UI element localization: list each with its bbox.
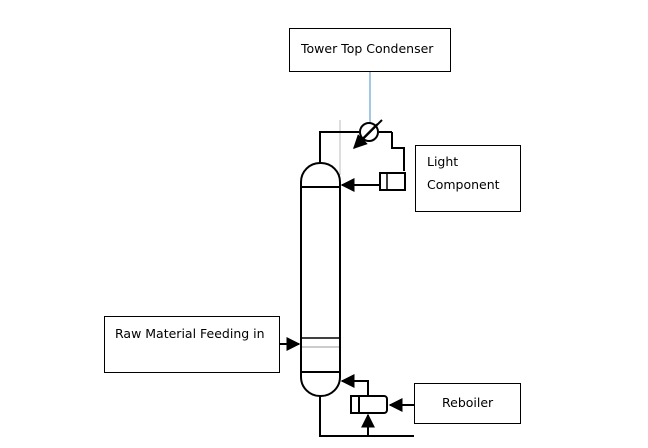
distillation-column [300,162,341,397]
reboiler-unit-end [350,395,360,414]
reboiler-label-box: Reboiler [414,383,521,424]
light-component-label-line2: Component [427,177,500,192]
reboiler-return-line [340,374,369,396]
reflux-drum [379,172,406,191]
feed-label: Raw Material Feeding in [115,326,265,341]
reboiler-label: Reboiler [442,395,494,410]
overhead-vapor-line [319,131,359,163]
bottoms-line [319,396,414,437]
feed-label-box: Raw Material Feeding in [104,316,280,373]
condenser-to-drum-line [391,132,405,171]
light-component-label-box: Light Component [415,145,521,212]
condenser-label: Tower Top Condenser [301,41,434,56]
condenser-coolant-arrow [353,119,383,149]
light-component-label-line1: Light [427,154,459,169]
condenser-label-box: Tower Top Condenser [289,28,451,72]
